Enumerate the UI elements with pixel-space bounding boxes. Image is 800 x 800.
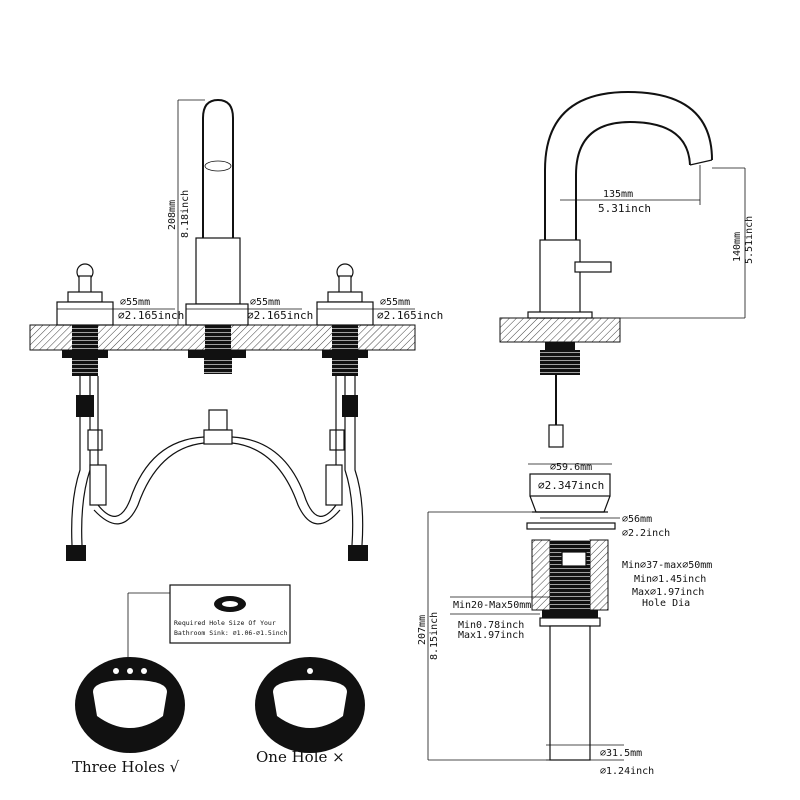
reach-mm: 135mm: [603, 189, 633, 200]
drain-hole-max-in: Max⌀1.97inch: [632, 587, 704, 598]
drain-sink-wall-left: [531, 539, 551, 611]
center-dia-mm: ⌀55mm: [250, 297, 280, 308]
drain-assembly: ⌀59.6mm ⌀2.347inch ⌀56mm ⌀2.2inch Min⌀37…: [417, 462, 712, 777]
drain-thickness-mm: Min20-Max50mm: [453, 600, 531, 611]
sink-note: Required Hole Size Of Your Bathroom Sink…: [127, 584, 291, 672]
left-handle: [56, 263, 114, 376]
side-reach-dimension: 135mm 5.31inch: [560, 165, 701, 215]
drain-length-mm: 207mm: [417, 615, 428, 645]
left-supply-hose: [66, 376, 107, 561]
sink-note-line1: Required Hole Size Of Your: [174, 619, 276, 627]
left-dia-mm: ⌀55mm: [120, 297, 150, 308]
drain-sink-wall-right: [589, 539, 609, 611]
caption-three-holes: Three Holes √: [72, 758, 180, 776]
spout-height-mm: 208mm: [167, 200, 178, 230]
center-tee-hoses: [93, 409, 341, 525]
base-diameter-labels: ⌀55mm ⌀2.165inch ⌀55mm ⌀2.165inch ⌀55mm …: [57, 297, 443, 322]
drain-tail-dia-mm: ⌀31.5mm: [600, 748, 642, 759]
drain-length-in: 8.15inch: [429, 612, 440, 660]
right-handle: [316, 263, 374, 376]
drain-tail-dia-in: ⌀1.24inch: [600, 766, 654, 777]
drain-flange-dia-mm: ⌀56mm: [622, 514, 652, 525]
side-view: 135mm 5.31inch 140mm 5.51inch: [499, 90, 755, 448]
right-supply-hose: [325, 376, 368, 561]
center-spout: [185, 98, 249, 374]
drain-cap-dia-in: ⌀2.347inch: [538, 479, 604, 492]
side-height-mm: 140mm: [732, 232, 743, 262]
drain-hole-min-in: Min⌀1.45inch: [634, 574, 706, 585]
caption-one-hole: One Hole ×: [256, 748, 345, 766]
one-hole-sink: One Hole ×: [255, 657, 365, 766]
three-hole-sink: Three Holes √: [72, 657, 185, 776]
front-view: 208mm 8.18inch ⌀55mm ⌀2.165inch ⌀55mm ⌀2…: [29, 98, 443, 561]
drain-cap-dia-mm: ⌀59.6mm: [550, 462, 592, 473]
spout-height-dimension: 208mm 8.18inch: [167, 99, 205, 325]
right-dia-mm: ⌀55mm: [380, 297, 410, 308]
center-dia-in: ⌀2.165inch: [247, 309, 313, 322]
drain-thickness-min-in: Min0.78inch: [458, 620, 524, 631]
right-dia-in: ⌀2.165inch: [377, 309, 443, 322]
countertop-side: [499, 317, 621, 343]
reach-in: 5.31inch: [598, 202, 651, 215]
left-dia-in: ⌀2.165inch: [118, 309, 184, 322]
drain-flange-dia-in: ⌀2.2inch: [622, 528, 670, 539]
drain-thickness-max-in: Max1.97inch: [458, 630, 524, 641]
side-height-in: 5.51inch: [744, 216, 755, 264]
side-height-dimension: 140mm 5.51inch: [620, 167, 755, 319]
drain-hole-range-mm: Min⌀37-max⌀50mm: [622, 560, 712, 571]
drain-hole-label: Hole Dia: [642, 598, 690, 609]
spout-height-in: 8.18inch: [180, 190, 191, 238]
sink-note-line2: Bathroom Sink: ⌀1.06-⌀1.5inch: [174, 629, 288, 637]
